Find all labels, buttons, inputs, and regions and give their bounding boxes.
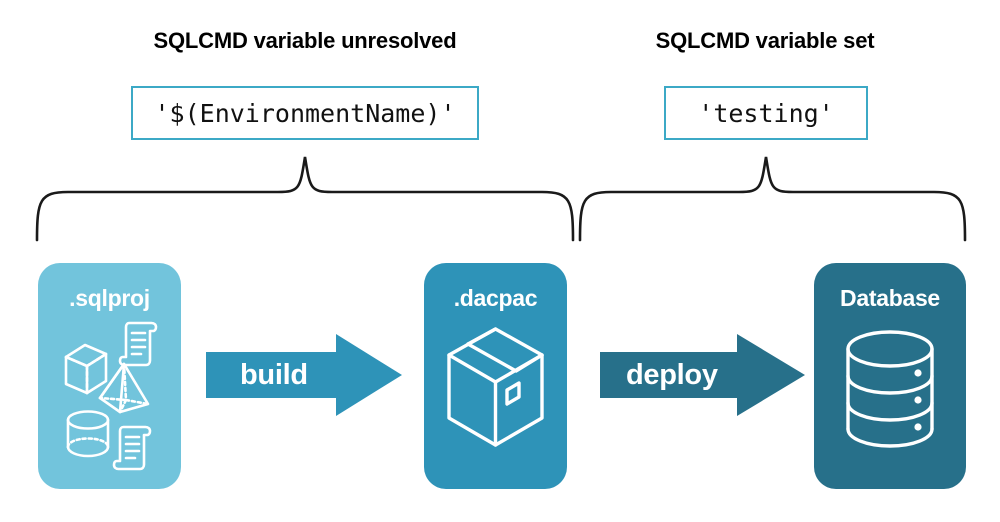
stage-label-sqlproj: .sqlproj (69, 285, 150, 311)
stage-label-database: Database (840, 285, 940, 311)
heading-sqlcmd-set: SQLCMD variable set (655, 28, 875, 53)
brace-right-icon (578, 156, 967, 242)
brace-left-icon (35, 156, 575, 242)
database-cylinder-icon (846, 330, 934, 448)
code-box-environment-name: '$(EnvironmentName)' (131, 86, 479, 140)
stage-label-dacpac: .dacpac (453, 285, 538, 311)
stage-box-database: Database (814, 263, 966, 489)
arrow-build-label: build (240, 359, 308, 391)
arrow-deploy-label: deploy (626, 359, 718, 391)
stage-box-sqlproj: .sqlproj (38, 263, 181, 489)
code-box-testing: 'testing' (664, 86, 868, 140)
project-artifacts-icon (64, 321, 158, 471)
package-box-icon (447, 327, 544, 447)
arrow-deploy (600, 334, 805, 416)
arrow-build (206, 334, 402, 416)
stage-box-dacpac: .dacpac (424, 263, 567, 489)
heading-sqlcmd-unresolved: SQLCMD variable unresolved (153, 28, 457, 53)
